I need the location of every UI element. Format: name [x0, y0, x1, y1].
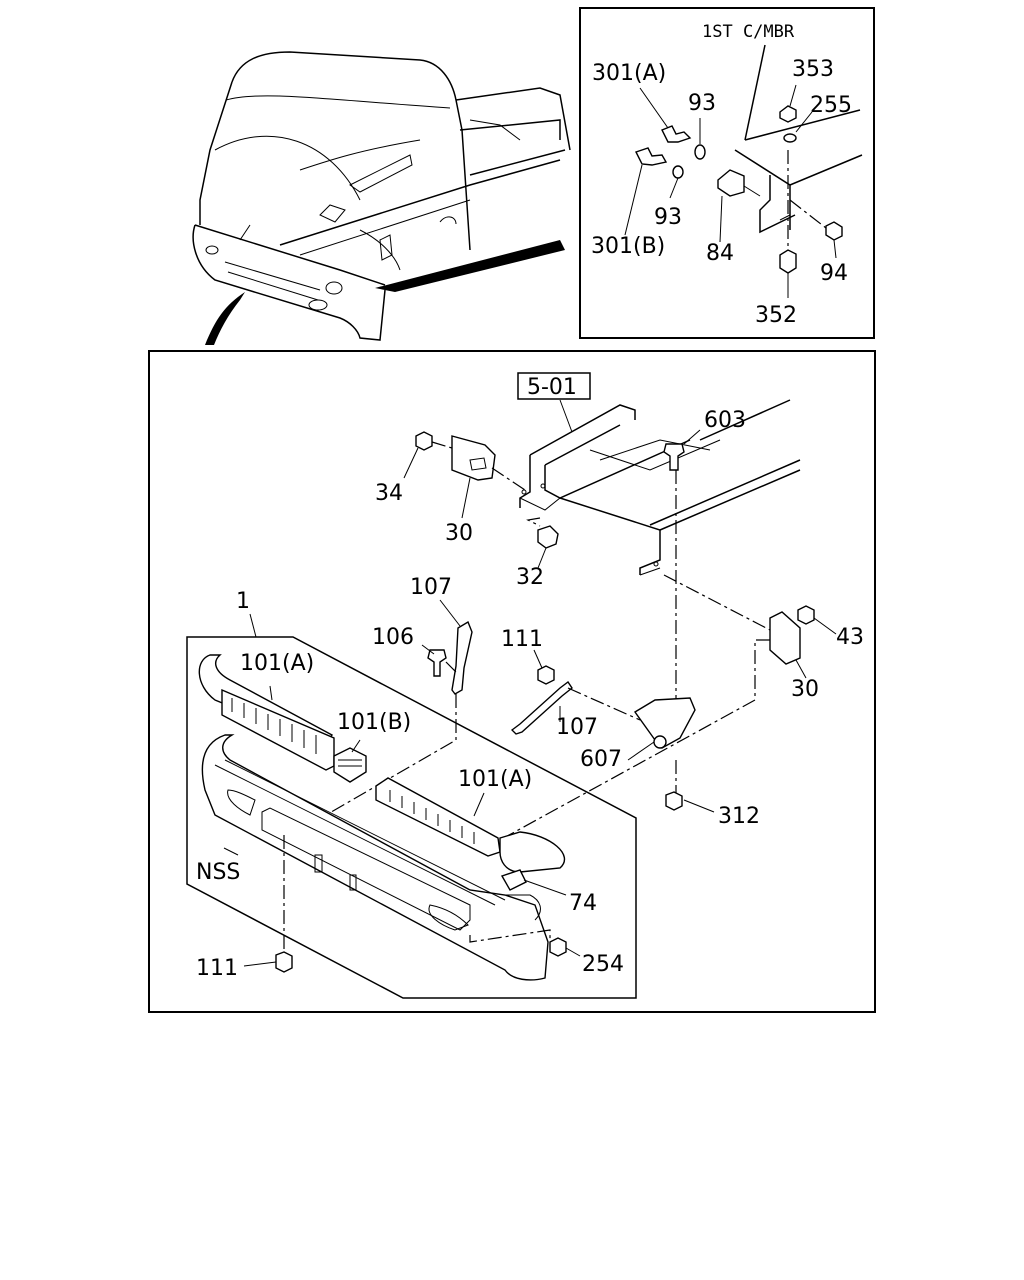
bolt-106	[427, 649, 447, 677]
inset-detail-panel: 1ST C/MBR 301(A) 93 353	[579, 7, 875, 339]
label-353: 353	[792, 57, 834, 82]
pointer-arrow-inset	[375, 240, 565, 292]
nut-43	[797, 605, 815, 625]
washer-93a	[694, 144, 706, 160]
stay-107-right	[510, 680, 573, 735]
bracket-30-right	[769, 611, 801, 665]
label-43: 43	[836, 625, 864, 650]
label-607: 607	[580, 747, 622, 772]
nut-94	[825, 221, 843, 241]
label-254: 254	[582, 952, 624, 977]
washer-255	[783, 133, 797, 143]
nut-34	[415, 431, 433, 451]
inset-header: 1ST C/MBR	[702, 22, 795, 42]
clip-74	[500, 869, 527, 891]
bolt-603	[663, 443, 685, 471]
bolt-32	[537, 525, 559, 549]
label-93-upper: 93	[688, 91, 716, 116]
ref-box-label: 5-01	[527, 375, 577, 400]
label-301b: 301(B)	[591, 234, 665, 259]
front-bumper-body	[201, 734, 549, 981]
label-101b: 101(B)	[337, 710, 411, 735]
pointer-arrow-main	[205, 292, 245, 345]
label-603: 603	[704, 408, 746, 433]
bumper-assembly-outline	[186, 636, 637, 999]
bracket-84	[717, 169, 745, 197]
label-32: 32	[516, 565, 544, 590]
label-111-lower: 111	[196, 956, 238, 981]
label-nss: NSS	[196, 860, 240, 885]
label-84: 84	[706, 241, 734, 266]
label-101a-left: 101(A)	[240, 651, 314, 676]
nut-111-lower	[275, 951, 293, 973]
truck-overview-illustration	[192, 51, 571, 345]
nut-254	[549, 937, 567, 957]
label-255: 255	[810, 93, 852, 118]
main-detail-panel: 5-01	[148, 350, 876, 1013]
label-30-upper: 30	[445, 521, 473, 546]
main-frame	[148, 350, 876, 1013]
bumper-trim-right	[499, 831, 566, 873]
ref-box-5-01	[517, 372, 591, 400]
pad-101b	[333, 747, 367, 783]
label-94: 94	[820, 261, 848, 286]
nut-353	[779, 105, 797, 123]
washer-93b	[672, 165, 684, 179]
label-1: 1	[236, 589, 250, 614]
label-111-upper: 111	[501, 627, 543, 652]
label-352: 352	[755, 303, 797, 328]
inset-frame	[579, 7, 875, 339]
label-34: 34	[375, 481, 403, 506]
bolt-352	[779, 249, 797, 274]
label-30-right: 30	[791, 677, 819, 702]
nut-111-upper	[537, 665, 555, 685]
label-101a-right: 101(A)	[458, 767, 532, 792]
bracket-30-upper	[451, 435, 496, 481]
label-107-right: 107	[556, 715, 598, 740]
pad-101a-left	[221, 688, 335, 771]
label-93-lower: 93	[654, 205, 682, 230]
label-312: 312	[718, 804, 760, 829]
label-106: 106	[372, 625, 414, 650]
label-301a: 301(A)	[592, 61, 666, 86]
bolt-301b	[635, 147, 668, 166]
label-74: 74	[569, 891, 597, 916]
stay-107-left	[451, 620, 473, 695]
nut-312	[665, 791, 683, 811]
label-107-left: 107	[410, 575, 452, 600]
bolt-301a	[661, 125, 692, 143]
